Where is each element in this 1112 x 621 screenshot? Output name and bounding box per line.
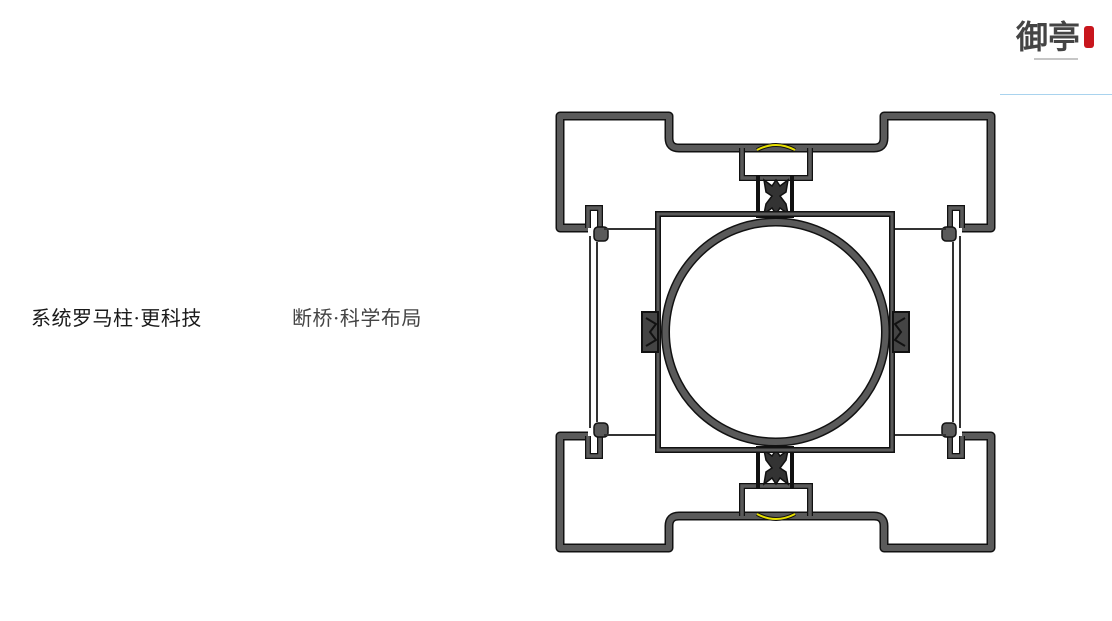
slide-title: 系统罗马柱·更科技	[31, 306, 202, 330]
side-walls	[589, 236, 961, 428]
brand-logo: 御亭	[1014, 12, 1098, 68]
logo-lettering: 御亭	[1015, 18, 1080, 56]
slide-subtitle: 断桥·科学布局	[292, 306, 422, 330]
header-divider	[1000, 94, 1112, 95]
inner-square-tube	[655, 211, 895, 453]
logo-seal	[1084, 26, 1094, 48]
thermal-break-right	[892, 311, 910, 353]
thermal-break-left	[641, 311, 659, 353]
